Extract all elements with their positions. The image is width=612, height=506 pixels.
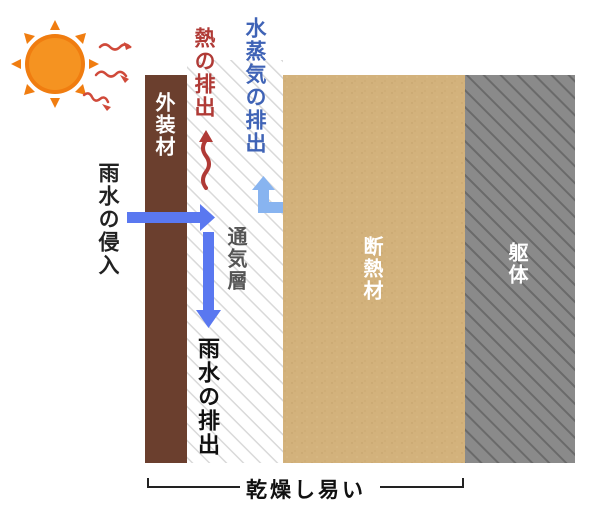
air-layer-label: 通気層 [224, 226, 248, 292]
heat-exhaust-arrow [199, 130, 213, 190]
structure-block [465, 75, 575, 463]
rain-drainage-arrow [196, 232, 221, 328]
insulation-label: 断熱材 [360, 236, 384, 302]
bottom-bracket [147, 478, 464, 488]
sun-icon [11, 20, 99, 108]
rain-intrusion-label: 雨水の侵入 [96, 162, 120, 277]
exterior-cladding [145, 75, 187, 463]
exterior-label: 外装材 [152, 92, 176, 158]
structure-label: 躯体 [505, 242, 529, 286]
insulation-block [283, 75, 465, 463]
heat-wave-icon [82, 42, 132, 111]
rain-intrusion-arrow [127, 204, 215, 231]
rain-drainage-label: 雨水の排出 [194, 337, 219, 457]
dry-easily-label: 乾燥し易い [246, 478, 366, 502]
heat-exhaust-label: 熱の排出 [192, 27, 216, 119]
vapor-exhaust-label: 水蒸気の排出 [243, 17, 267, 155]
vapor-exhaust-arrow [252, 176, 283, 213]
